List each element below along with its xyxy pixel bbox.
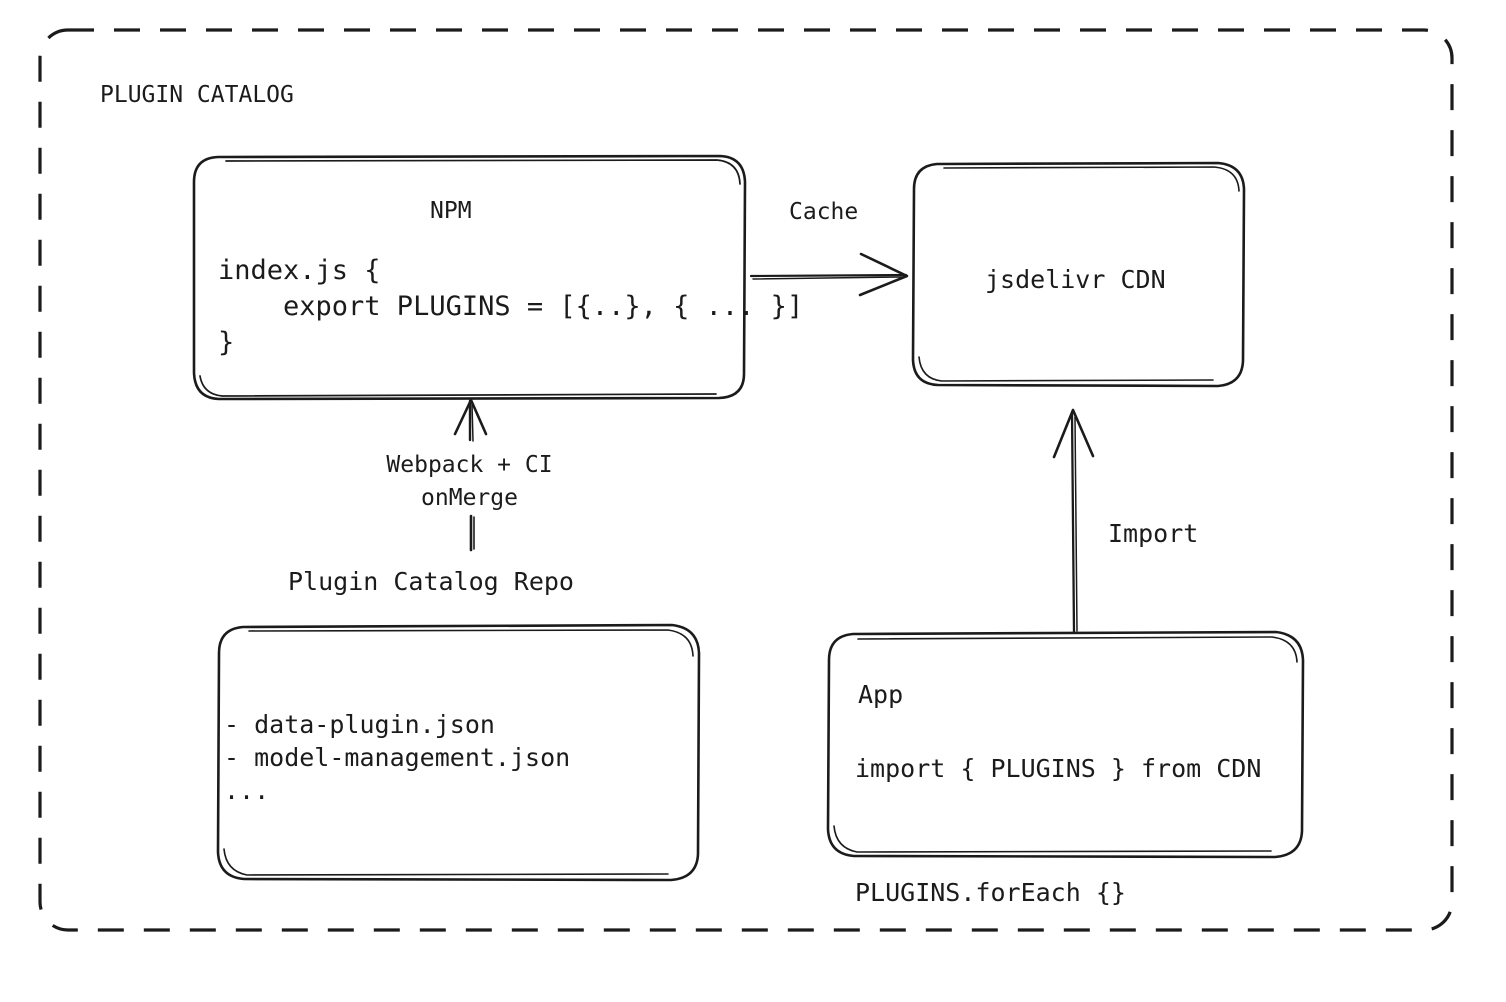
npm-node-code: index.js { export PLUGINS = [{..}, { ...… <box>218 255 804 358</box>
app-node-title: App <box>858 680 904 709</box>
repo-node-file-list: - data-plugin.json - model-management.js… <box>224 710 571 805</box>
repo-node-label: Plugin Catalog Repo <box>288 567 574 596</box>
cdn-node-title: jsdelivr CDN <box>985 265 1166 294</box>
edge-label-webpack-ci: Webpack + CI onMerge <box>386 452 553 511</box>
app-node-code: import { PLUGINS } from CDN PLUGINS.forE… <box>855 754 1262 907</box>
npm-node-title: NPM <box>430 198 472 224</box>
edge-label-import: Import <box>1108 519 1199 548</box>
edge-label-cache: Cache <box>789 199 859 225</box>
page-title: PLUGIN CATALOG <box>100 82 294 108</box>
edge-app-to-cdn <box>1052 408 1095 634</box>
